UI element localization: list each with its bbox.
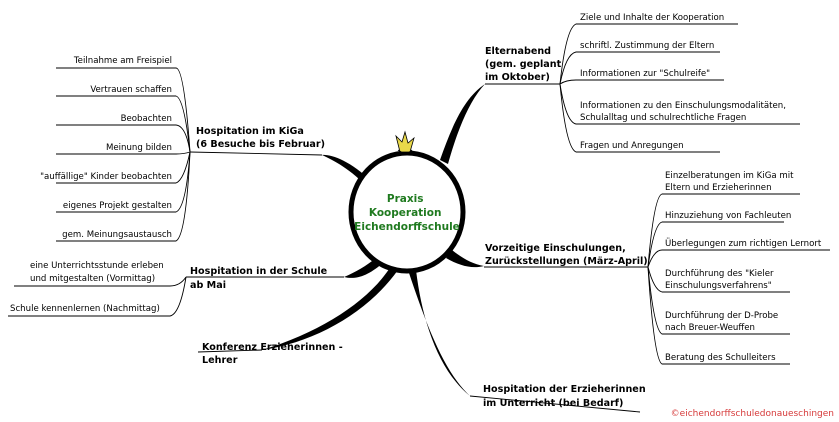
einschulungen-title-2: Zurückstellungen (März-April): [485, 256, 648, 267]
kiga-branch-line: [190, 152, 322, 155]
svg-text:Durchführung des "Kieler: Durchführung des "Kieler Einschulungsver…: [665, 269, 776, 291]
kiga-branch-title-2: (6 Besuche bis Februar): [196, 139, 325, 150]
svg-text:Konferenz Erzieherinnen -: Konferenz Erzieherinnen - Lehrer: [202, 342, 346, 366]
svg-text:Hospitation in der Schule: Hospitation in der Schule ab Mai: [190, 266, 330, 291]
schule-branch-title-1: Hospitation in der Schule: [190, 266, 328, 277]
branch-connector-konferenz: [262, 266, 398, 350]
leaf-line: [560, 52, 720, 84]
leaf-text: "auffällige" Kinder beobachten: [40, 172, 172, 182]
erzieherinnen-title-2: im Unterricht (bei Bedarf): [483, 398, 623, 409]
einschulungen-leaves: Einzelberatungen im KiGa mit Eltern und …: [648, 171, 830, 364]
konferenz-title-1: Konferenz Erzieherinnen -: [202, 342, 343, 353]
center-title-line-1: Praxis: [387, 193, 424, 205]
leaf-text: Einzelberatungen im KiGa mit: [665, 171, 794, 181]
leaf-text: Ziele und Inhalte der Kooperation: [580, 13, 724, 23]
svg-text:Informationen zu den Einschulu: Informationen zu den Einschulungsmodalit…: [580, 101, 789, 123]
svg-text:Hospitation der Erzieherinnen: Hospitation der Erzieherinnen im Unterri…: [483, 384, 649, 409]
leaf-text: und mitgestalten (Vormittag): [30, 274, 155, 284]
leaf-text: Einschulungsverfahrens": [665, 281, 772, 291]
elternabend-leaves: Ziele und Inhalte der Kooperation schrif…: [560, 13, 800, 152]
svg-text:Elternabend (gem. geplant: Elternabend (gem. geplant im Oktober): [485, 46, 565, 83]
leaf-text: nach Breuer-Weuffen: [665, 323, 755, 333]
leaf-text: Meinung bilden: [106, 143, 172, 153]
elternabend-title-1: Elternabend: [485, 46, 551, 57]
svg-text:Vorzeitige Einschulungen,: Vorzeitige Einschulungen, Zurückstellung…: [485, 243, 648, 267]
center-title-line-3: Eichendorffschule: [354, 221, 460, 233]
leaf-text: Hinzuziehung von Fachleuten: [665, 211, 791, 221]
leaf-line: [648, 194, 800, 267]
kiga-branch-title-1: Hospitation im KiGa: [196, 126, 304, 137]
schule-leaves: eine Unterrichtsstunde erleben und mitge…: [8, 261, 186, 316]
leaf-text: Schulalltag und schulrechtliche Fragen: [580, 113, 746, 123]
elternabend-title-3: im Oktober): [485, 72, 550, 83]
leaf-text: schriftl. Zustimmung der Eltern: [580, 41, 714, 51]
konferenz-title-2: Lehrer: [202, 355, 238, 366]
leaf-text: Informationen zu den Einschulungsmodalit…: [580, 101, 786, 111]
leaf-text: eine Unterrichtsstunde erleben: [30, 261, 164, 271]
leaf-text: Vertrauen schaffen: [90, 85, 172, 95]
leaf-text: Beratung des Schulleiters: [665, 353, 776, 363]
leaf-text: gem. Meinungsaustausch: [62, 230, 172, 240]
leaf-line: [56, 68, 190, 152]
leaf-text: Überlegungen zum richtigen Lernort: [665, 238, 822, 249]
branch-connector-elternabend: [440, 84, 485, 164]
leaf-text: Durchführung des "Kieler: [665, 269, 774, 279]
branch-connector-erzieherinnen: [408, 270, 470, 396]
einschulungen-title-1: Vorzeitige Einschulungen,: [485, 243, 626, 254]
leaf-text: eigenes Projekt gestalten: [63, 201, 172, 211]
copyright-text: ©eichendorffschuledonaueschingen: [671, 409, 834, 419]
leaf-text: Durchführung der D-Probe: [665, 311, 778, 321]
svg-text:Durchführung der D-Probe: Durchführung der D-Probe nach Breuer-Weu…: [665, 311, 781, 333]
schule-branch-title-2: ab Mai: [190, 280, 226, 291]
erzieherinnen-title-1: Hospitation der Erzieherinnen: [483, 384, 646, 395]
svg-text:Einzelberatungen im KiGa mit: Einzelberatungen im KiGa mit Eltern und …: [665, 171, 796, 193]
leaf-line: [648, 250, 830, 267]
elternabend-title-2: (gem. geplant: [485, 59, 562, 70]
branch-connector-einschulungen: [446, 250, 484, 267]
center-title-line-2: Kooperation: [369, 207, 442, 219]
leaf-text: Schule kennenlernen (Nachmittag): [10, 304, 160, 314]
leaf-text: Eltern und Erzieherinnen: [665, 183, 772, 193]
leaf-text: Beobachten: [121, 114, 172, 124]
leaf-text: Teilnahme am Freispiel: [73, 56, 172, 66]
kiga-leaves: Teilnahme am Freispiel Vertrauen schaffe…: [40, 56, 190, 241]
leaf-text: Fragen und Anregungen: [580, 141, 684, 151]
leaf-line: [560, 80, 724, 84]
leaf-text: Informationen zur "Schulreife": [580, 69, 710, 79]
svg-text:eine Unterrichtsstunde erleben: eine Unterrichtsstunde erleben und mitge…: [30, 261, 167, 284]
chick-icon: [396, 132, 414, 152]
leaf-line: [56, 152, 190, 241]
svg-text:Hospitation im KiGa (6 Bes: Hospitation im KiGa (6 Besuche bis Febru…: [196, 126, 325, 150]
